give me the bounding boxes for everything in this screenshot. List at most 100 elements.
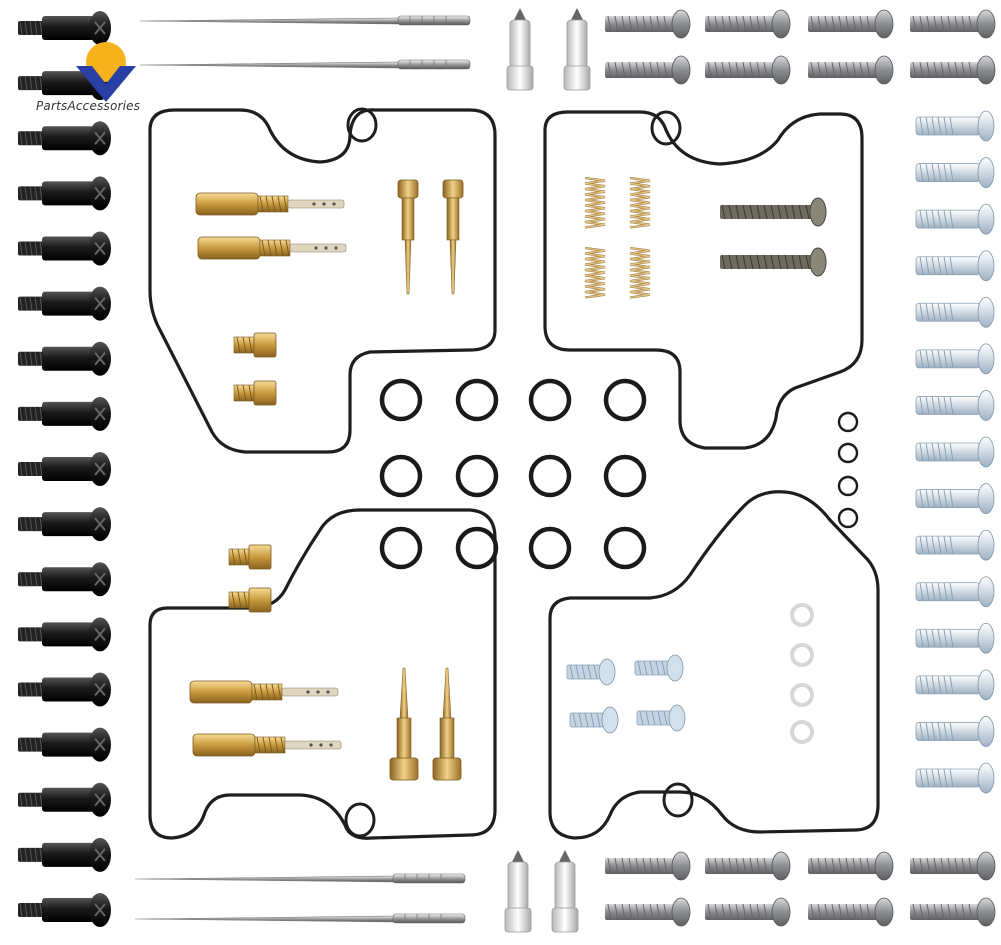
float-bowl-gasket [543, 110, 864, 450]
brass-needle-jet [442, 179, 464, 295]
black-screw [18, 231, 111, 266]
brass-main-jet [197, 236, 347, 260]
blue-screw [636, 704, 686, 732]
small-o-ring [837, 475, 859, 497]
black-screw [18, 286, 111, 321]
brass-needle-jet [389, 667, 419, 781]
blue-screw [569, 706, 619, 734]
small-o-rings [837, 411, 859, 529]
small-o-ring [837, 411, 859, 433]
steel-screws [605, 9, 996, 927]
black-screw [18, 782, 111, 817]
o-ring [528, 526, 572, 570]
o-ring [528, 378, 572, 422]
brand-logo-text: PartsAccessories [36, 99, 141, 113]
silver-bolt [915, 296, 995, 328]
silver-bolt [915, 203, 995, 235]
silver-bolt [915, 483, 995, 514]
float-bowl-gasket [548, 490, 880, 840]
gasket-loop [344, 802, 376, 838]
black-screw [18, 452, 111, 486]
washer [790, 603, 814, 627]
brass-pilot-jet [228, 587, 272, 613]
steel-screw [910, 897, 996, 927]
steel-screw [910, 55, 996, 85]
black-screw [18, 121, 111, 156]
spring [629, 176, 651, 229]
black-screw [18, 727, 111, 762]
silver-bolts-column [915, 110, 995, 794]
brass-pilot-jet [228, 544, 272, 570]
brass-pilot-jet [233, 332, 277, 358]
black-screw [18, 617, 111, 652]
steel-screw [605, 897, 691, 927]
steel-screw [910, 851, 996, 881]
brand-logo [76, 42, 136, 102]
o-rings-grid [379, 378, 647, 570]
o-ring [603, 454, 647, 498]
float-needle-valves [504, 8, 591, 933]
silver-bolt [915, 622, 995, 654]
black-screw [18, 893, 111, 927]
steel-screw [705, 9, 791, 39]
gasket-loop [346, 107, 378, 143]
black-screw [18, 11, 111, 45]
float-bowl-gasket [148, 508, 497, 840]
float-needle-valve [551, 850, 579, 933]
o-ring [455, 378, 499, 422]
small-o-ring [837, 507, 859, 529]
jet-needles [134, 15, 471, 924]
o-ring [455, 526, 499, 570]
blue-screw [634, 654, 684, 682]
black-screws-column [18, 11, 111, 927]
jet-needle [139, 15, 471, 26]
steel-screw [910, 9, 996, 39]
jet-needle [134, 913, 466, 924]
pilot-screws [720, 197, 827, 277]
black-screw [18, 341, 111, 376]
black-screw [18, 672, 111, 707]
float-needle-valve [504, 850, 532, 933]
black-screw [18, 507, 111, 542]
steel-screw [705, 851, 791, 881]
brass-pilot-jet [233, 380, 277, 406]
blue-screws [566, 654, 686, 734]
brass-main-jet [189, 680, 339, 704]
spring [629, 246, 651, 299]
steel-screw [605, 851, 691, 881]
black-screw [18, 176, 111, 211]
o-ring [455, 454, 499, 498]
jet-needle [139, 59, 471, 70]
silver-bolt [915, 343, 995, 375]
silver-bolt [915, 250, 995, 282]
steel-screw [605, 9, 691, 39]
steel-screw [705, 55, 791, 85]
brass-needle-jet [432, 667, 462, 781]
o-ring [603, 526, 647, 570]
o-ring [379, 454, 423, 498]
silver-bolt [915, 436, 995, 468]
blue-screw [566, 658, 616, 686]
silver-bolt [915, 669, 995, 701]
steel-screw [808, 897, 894, 927]
silver-bolt [915, 390, 995, 421]
o-ring [379, 526, 423, 570]
brass-jets-and-needles [189, 179, 464, 781]
steel-screw [605, 55, 691, 85]
springs [584, 176, 651, 299]
steel-screw [705, 897, 791, 927]
float-needle-valve [506, 8, 534, 91]
steel-screw [808, 55, 894, 85]
black-screw [18, 837, 111, 872]
washer [790, 720, 814, 744]
washer [790, 643, 814, 667]
o-ring [528, 454, 572, 498]
washers [790, 603, 814, 744]
silver-bolt [915, 576, 995, 608]
small-o-ring [837, 442, 859, 464]
brass-main-jet [195, 192, 345, 216]
pilot-screw [720, 197, 827, 227]
black-screw [18, 562, 111, 597]
o-ring [379, 378, 423, 422]
